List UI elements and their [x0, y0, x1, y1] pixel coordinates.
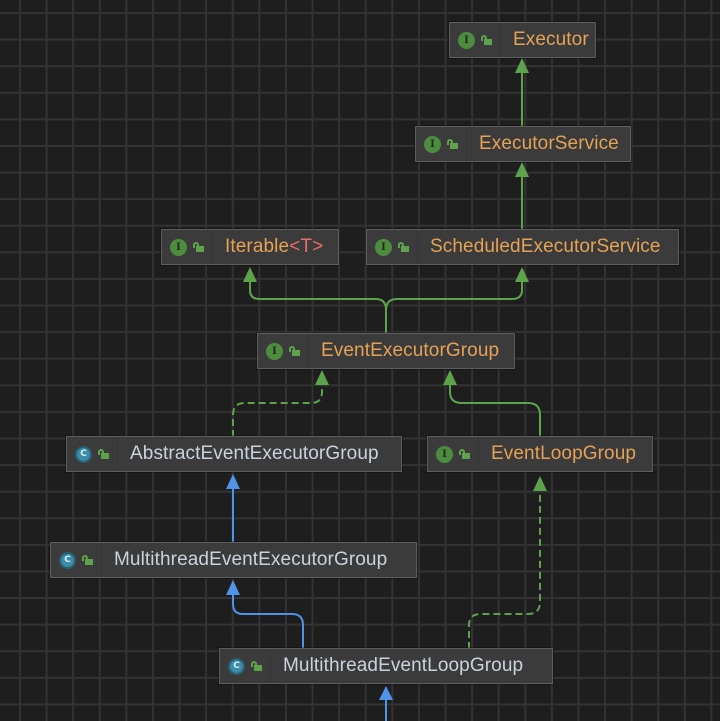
node-executor[interactable]: I Executor — [449, 22, 596, 58]
unlocked-public-icon — [459, 449, 470, 459]
edge-eventloopgroup-eventexecutorgroup — [443, 370, 541, 437]
node-label: Executor — [513, 29, 589, 50]
generic-parameter: <T> — [289, 236, 324, 257]
node-icons: C — [67, 437, 118, 471]
edge-multithreadloop-eventloopgroup — [468, 476, 547, 649]
edge-multithreadexecutor-abstract — [226, 474, 240, 543]
unlocked-public-icon — [251, 661, 262, 671]
edge-multithreadloop-multithreadexecutor — [226, 580, 304, 649]
node-icons: I — [416, 127, 467, 161]
interface-icon: I — [458, 31, 475, 49]
node-event-loop-group[interactable]: I EventLoopGroup — [427, 436, 653, 472]
node-label: ScheduledExecutorService — [430, 236, 661, 257]
interface-icon: I — [266, 342, 283, 360]
node-iterable[interactable]: I Iterable<T> — [161, 229, 339, 265]
node-icons: I — [367, 230, 418, 264]
node-icons: C — [51, 543, 102, 577]
interface-icon: I — [170, 238, 187, 256]
node-scheduled-executor-service[interactable]: I ScheduledExecutorService — [366, 229, 679, 265]
node-label: MultithreadEventLoopGroup — [283, 655, 524, 676]
edge-abstract-eventexecutorgroup — [232, 370, 329, 437]
class-name: Iterable — [225, 236, 290, 257]
edge-executorservice-executor — [515, 58, 529, 127]
node-label: EventLoopGroup — [491, 443, 637, 464]
unlocked-public-icon — [447, 139, 458, 149]
node-icons: I — [258, 334, 309, 368]
node-label: ExecutorService — [479, 133, 619, 154]
unlocked-public-icon — [481, 35, 492, 45]
node-event-executor-group[interactable]: I EventExecutorGroup — [257, 333, 515, 369]
edge-eventexecutorgroup-parents — [243, 267, 529, 334]
node-icons: I — [450, 23, 501, 57]
edge-offscreen-multithreadloop — [379, 686, 393, 721]
node-icons: I — [162, 230, 213, 264]
unlocked-public-icon — [82, 555, 93, 565]
node-label: EventExecutorGroup — [321, 340, 500, 361]
interface-icon: I — [424, 135, 441, 153]
unlocked-public-icon — [398, 242, 409, 252]
node-abstract-event-executor-group[interactable]: C AbstractEventExecutorGroup — [66, 436, 402, 472]
node-icons: C — [220, 649, 271, 683]
node-label: Iterable<T> — [213, 236, 333, 258]
node-executor-service[interactable]: I ExecutorService — [415, 126, 631, 162]
unlocked-public-icon — [193, 242, 204, 252]
unlocked-public-icon — [289, 346, 300, 356]
abstract-class-icon: C — [59, 551, 76, 569]
edge-scheduled-executorservice — [515, 162, 529, 230]
node-multithread-event-loop-group[interactable]: C MultithreadEventLoopGroup — [219, 648, 553, 684]
unlocked-public-icon — [98, 449, 109, 459]
interface-icon: I — [436, 445, 453, 463]
node-label: MultithreadEventExecutorGroup — [114, 549, 388, 570]
node-icons: I — [428, 437, 479, 471]
abstract-class-icon: C — [228, 657, 245, 675]
interface-icon: I — [375, 238, 392, 256]
abstract-class-icon: C — [75, 445, 92, 463]
node-multithread-event-executor-group[interactable]: C MultithreadEventExecutorGroup — [50, 542, 417, 578]
node-label: AbstractEventExecutorGroup — [130, 443, 379, 464]
